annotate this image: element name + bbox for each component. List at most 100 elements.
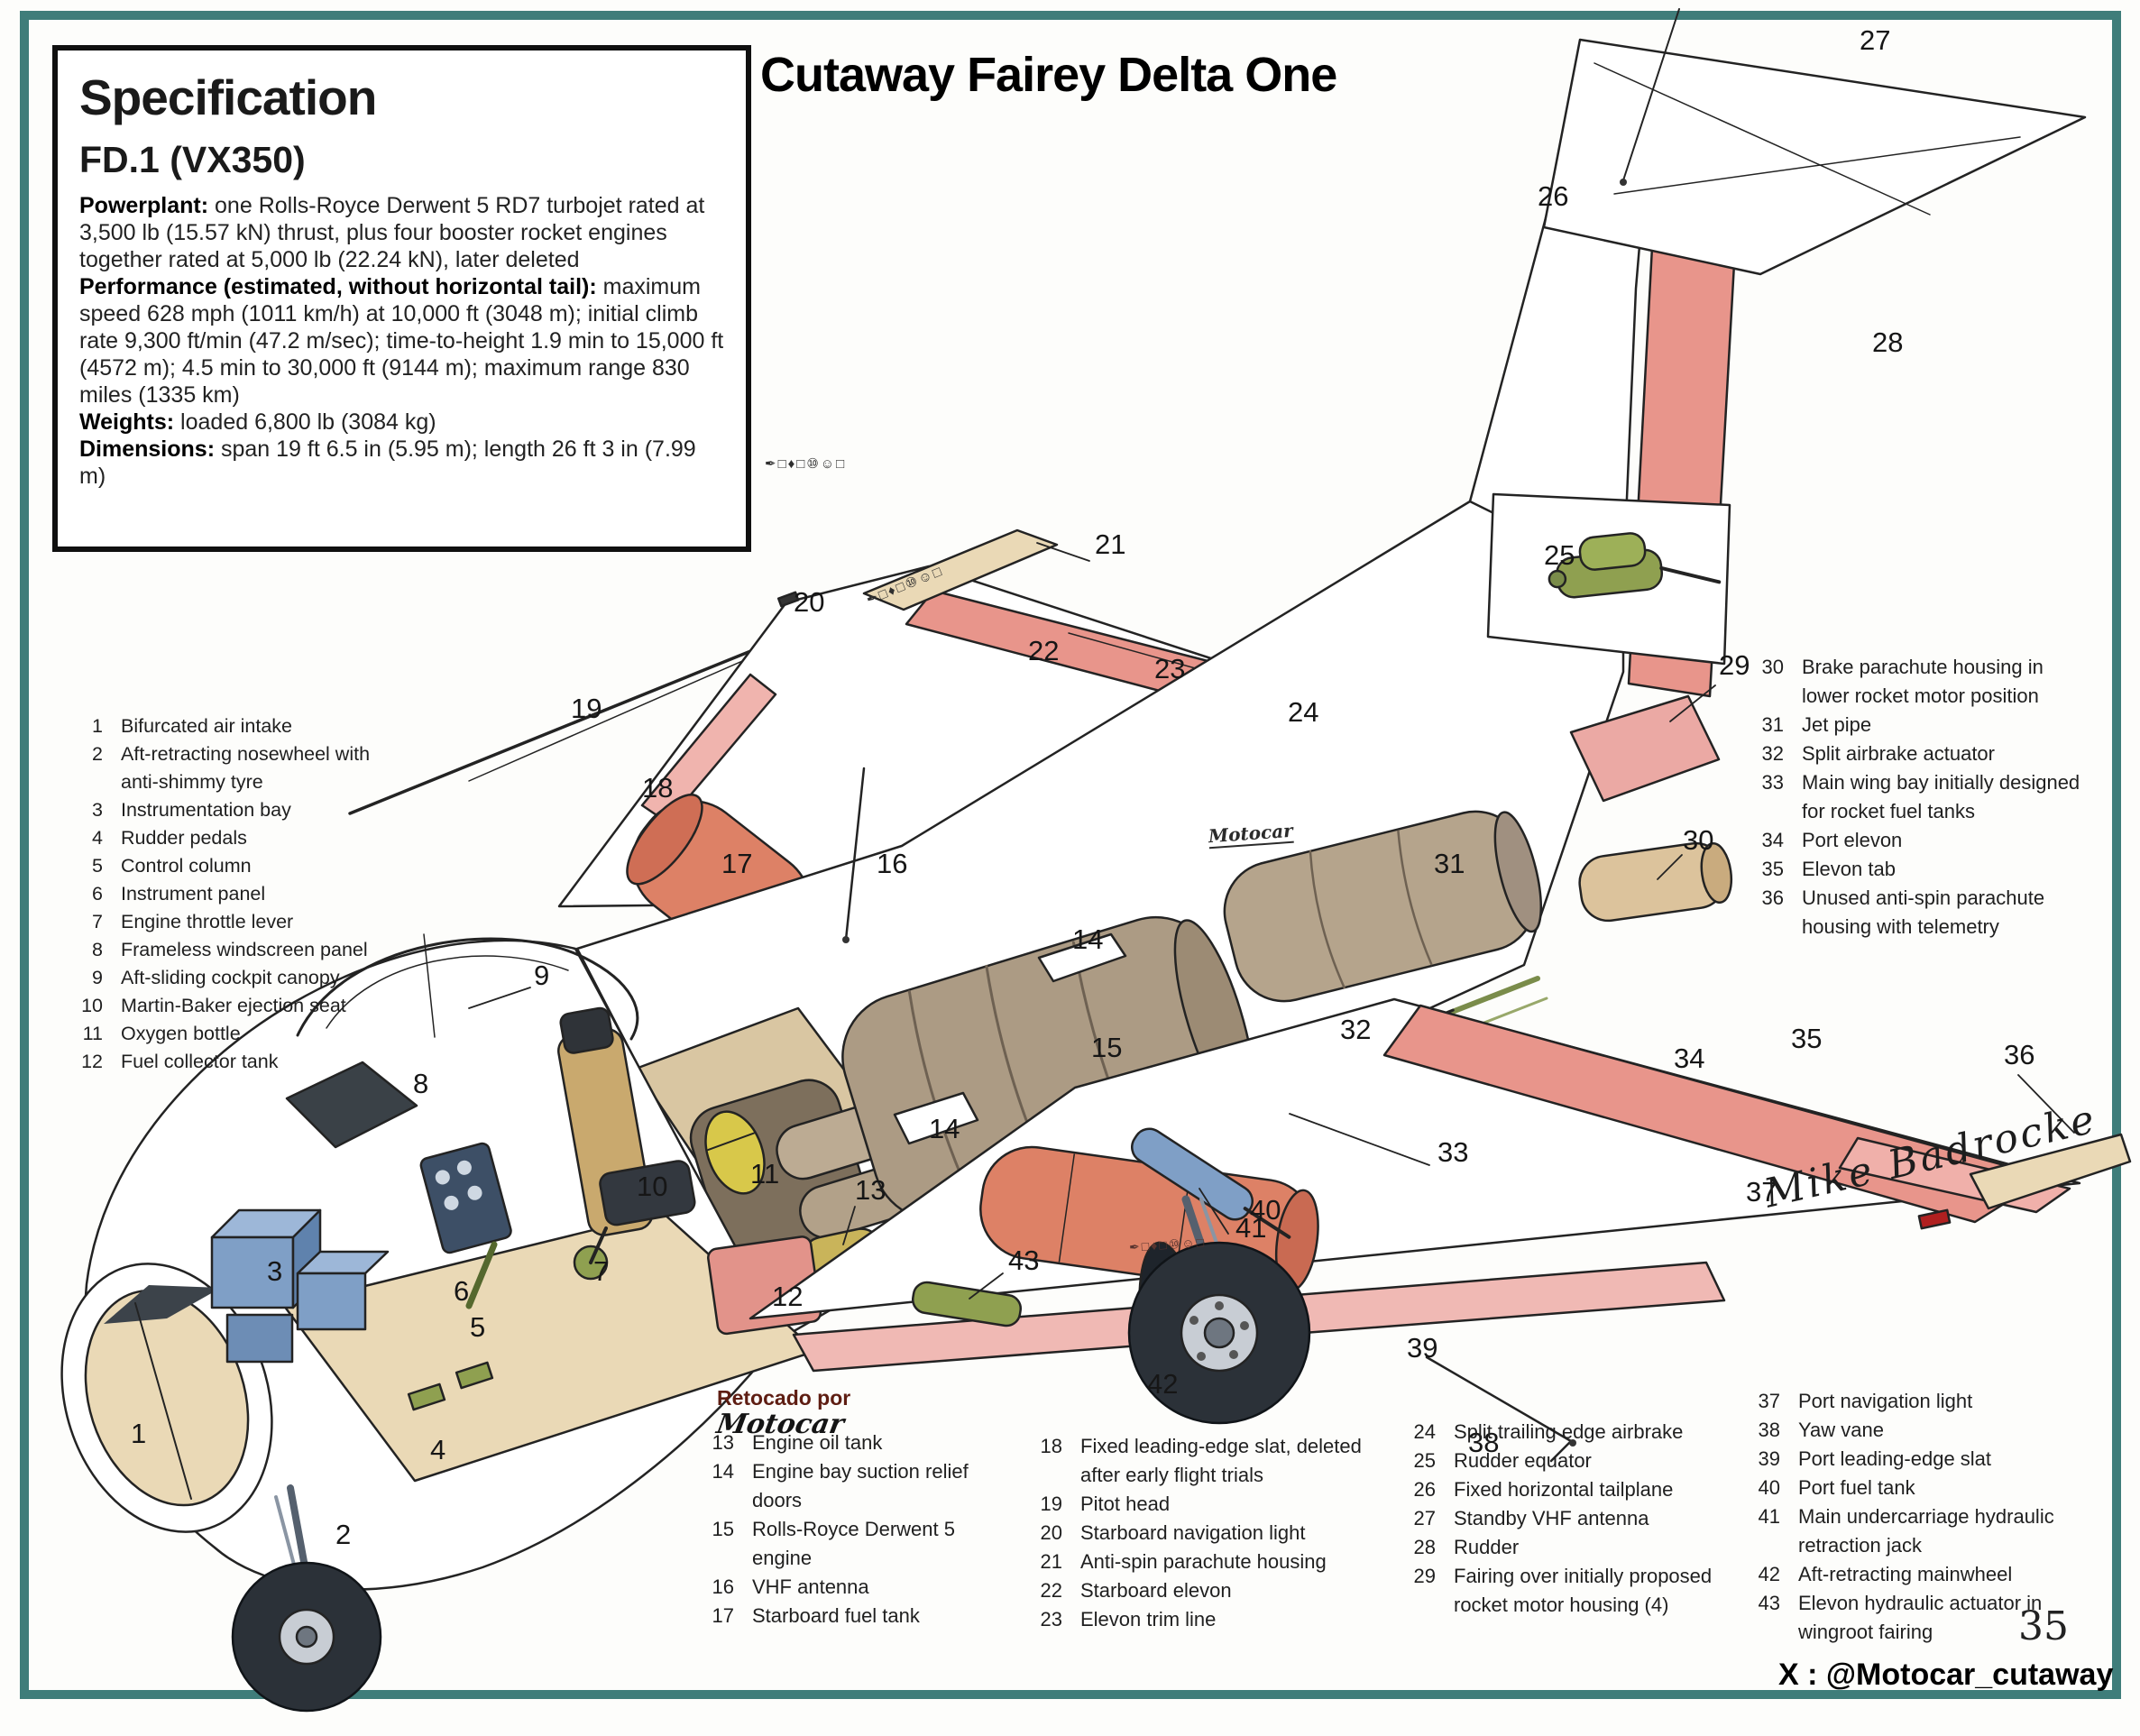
part-number: 40 (1758, 1476, 1780, 1499)
parts-list-item: 5 Control column (63, 852, 372, 880)
part-label: Yaw vane (1798, 1419, 1884, 1441)
parts-list-item: 20 Starboard navigation light (1023, 1519, 1398, 1548)
callout-7: 7 (593, 1255, 609, 1287)
spec-entry: Powerplant: one Rolls-Royce Derwent 5 RD… (79, 192, 724, 273)
callout-31: 31 (1434, 848, 1465, 879)
anti-spin-telemetry-housing (1969, 1133, 2132, 1210)
parts-list-item: 32 Split airbrake actuator (1744, 739, 2092, 768)
part-label: VHF antenna (752, 1575, 869, 1598)
part-label: Engine throttle lever (121, 911, 294, 932)
part-label: Elevon trim line (1080, 1608, 1217, 1630)
parts-list-item: 3 Instrumentation bay (63, 796, 372, 824)
callout-2: 2 (335, 1519, 351, 1550)
inset-box-group (1486, 492, 1731, 666)
part-number: 43 (1758, 1592, 1780, 1614)
spec-entry: Performance (estimated, without horizont… (79, 273, 724, 409)
part-label: Aft-sliding cockpit canopy (121, 967, 340, 988)
spec-heading: Specification (79, 69, 377, 125)
ejection-seat (557, 1006, 696, 1236)
cockpit-canopy (296, 933, 639, 1041)
callout-9: 9 (534, 960, 549, 991)
callout-8: 8 (413, 1068, 428, 1099)
part-label: Jet pipe (1802, 713, 1872, 736)
page-number: 35 (2018, 1603, 2069, 1649)
part-label: Anti-spin parachute housing (1080, 1550, 1327, 1573)
parts-list-37-43: 37 Port navigation light 38 Yaw vane 39 … (1740, 1387, 2074, 1647)
callout-39: 39 (1407, 1332, 1437, 1364)
part-label: Fuel collector tank (121, 1051, 279, 1072)
parts-list-item: 33 Main wing bay initially designed for … (1744, 768, 2092, 826)
callout-26: 26 (1538, 180, 1568, 212)
part-number: 14 (712, 1460, 734, 1483)
control-column (465, 1241, 498, 1309)
callout-35: 35 (1791, 1023, 1822, 1054)
parts-list-item: 38 Yaw vane (1740, 1416, 2074, 1445)
yaw-vane (1425, 1355, 1576, 1463)
callout-10: 10 (637, 1171, 667, 1202)
parts-list-30-36: 30 Brake parachute housing in lower rock… (1744, 653, 2092, 941)
callout-32: 32 (1340, 1014, 1371, 1045)
pitot-head (348, 638, 779, 815)
brake-parachute-housing (1578, 841, 1733, 923)
callout-13: 13 (855, 1174, 886, 1206)
vhf-antenna-mast (842, 767, 866, 943)
part-label: Bifurcated air intake (121, 715, 293, 737)
part-label: Rolls-Royce Derwent 5 engine (752, 1518, 955, 1569)
parts-list-item: 39 Port leading-edge slat (1740, 1445, 2074, 1474)
part-label: Split airbrake actuator (1802, 742, 1995, 765)
part-label: Elevon tab (1802, 858, 1896, 880)
part-label: Port elevon (1802, 829, 1903, 851)
spec-entry-text: one Rolls-Royce Derwent 5 RD7 turbojet r… (79, 193, 705, 272)
spec-entry: Weights: loaded 6,800 lb (3084 kg) (79, 409, 724, 436)
part-number: 5 (92, 855, 103, 877)
parts-list-item: 24 Split trailing edge airbrake (1396, 1418, 1735, 1447)
part-label: Starboard fuel tank (752, 1604, 920, 1627)
part-number: 2 (92, 743, 103, 765)
part-number: 9 (92, 967, 103, 988)
callout-5: 5 (470, 1311, 485, 1343)
spec-entry-label: Dimensions: (79, 436, 216, 462)
part-number: 33 (1761, 771, 1784, 794)
part-label: Port leading-edge slat (1798, 1447, 1992, 1470)
part-label: Elevon hydraulic actuator in wingroot fa… (1798, 1592, 2043, 1643)
callout-28: 28 (1872, 326, 1903, 358)
dingbat-watermark-1: ✒□♦□⑩☺□ (765, 456, 847, 472)
parts-list-item: 21 Anti-spin parachute housing (1023, 1548, 1398, 1576)
part-number: 32 (1761, 742, 1784, 765)
parts-list-item: 9 Aft-sliding cockpit canopy (63, 964, 372, 992)
part-number: 21 (1040, 1550, 1062, 1573)
part-label: Fixed leading-edge slat, deleted after e… (1080, 1435, 1362, 1486)
part-number: 20 (1040, 1521, 1062, 1544)
part-number: 4 (92, 827, 103, 849)
part-label: Rudder equator (1454, 1449, 1592, 1472)
parts-list-item: 12 Fuel collector tank (63, 1048, 372, 1076)
callout-4: 4 (430, 1434, 445, 1465)
mainwheel (1127, 1195, 1311, 1425)
part-number: 19 (1040, 1493, 1062, 1515)
callout-6: 6 (454, 1275, 469, 1307)
part-label: Rudder (1454, 1536, 1520, 1558)
part-label: Starboard elevon (1080, 1579, 1232, 1602)
callout-41: 41 (1235, 1212, 1266, 1244)
parts-list-item: 2 Aft-retracting nosewheel with anti-shi… (63, 740, 372, 796)
callout-29: 29 (1719, 649, 1750, 681)
part-label: Martin-Baker ejection seat (121, 995, 346, 1016)
parts-list-24-29: 24 Split trailing edge airbrake 25 Rudde… (1396, 1418, 1735, 1620)
parts-list-item: 41 Main undercarriage hydraulic retracti… (1740, 1502, 2074, 1560)
callout-15: 15 (1091, 1032, 1122, 1063)
part-label: Engine bay suction relief doors (752, 1460, 969, 1511)
part-label: Engine oil tank (752, 1431, 883, 1454)
throttle-lever (573, 1226, 609, 1281)
part-number: 34 (1761, 829, 1784, 851)
part-label: Instrument panel (121, 883, 266, 905)
rudder-equator (1548, 532, 1722, 599)
retouch-credit-line1: Retocado por (717, 1386, 851, 1410)
part-number: 39 (1758, 1447, 1780, 1470)
spec-entry-label: Weights: (79, 409, 175, 435)
spec-entry-text: span 19 ft 6.5 in (5.95 m); length 26 ft… (79, 436, 696, 489)
parts-list-item: 22 Starboard elevon (1023, 1576, 1398, 1605)
rocket-motor-fairing (1569, 694, 1721, 803)
horizontal-tailplane (1542, 38, 2087, 276)
anti-spin-housing (862, 528, 1059, 611)
callout-18: 18 (642, 772, 673, 804)
